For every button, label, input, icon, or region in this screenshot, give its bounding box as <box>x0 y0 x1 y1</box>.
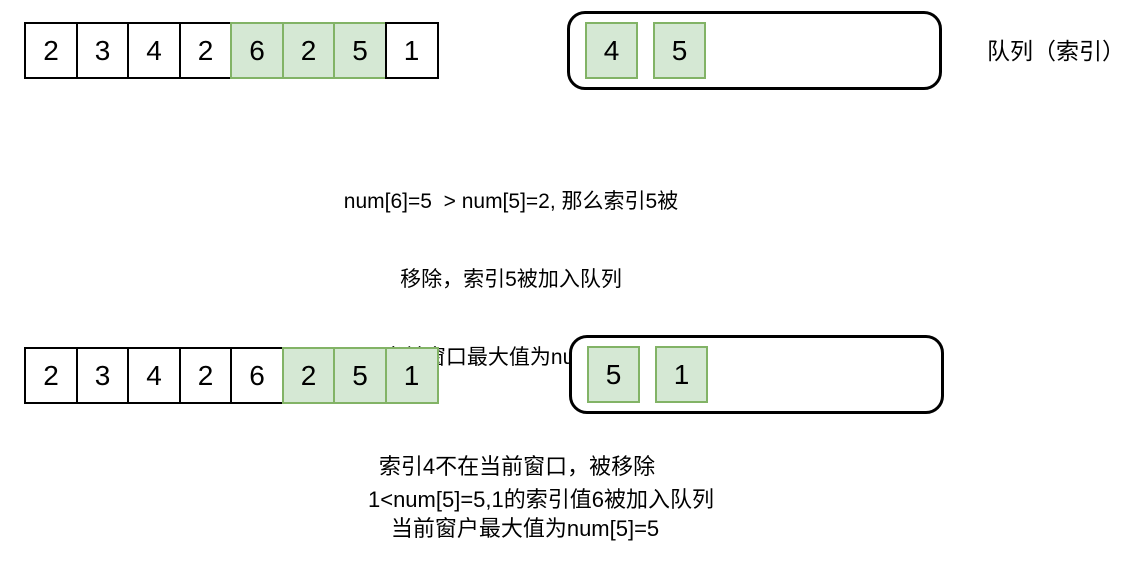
array-cell: 3 <box>75 347 130 404</box>
array-cell-window: 5 <box>333 22 387 79</box>
array-cell: 4 <box>127 22 181 79</box>
array-cell: 2 <box>24 347 78 404</box>
array-row-step2: 2 3 4 2 6 2 5 1 <box>24 347 439 404</box>
caption-line: 移除，索引5被加入队列 <box>400 268 622 291</box>
caption-line: 当前窗户最大值为num[5]=5 <box>390 516 660 541</box>
array-cell: 4 <box>127 347 181 404</box>
array-cell: 2 <box>24 22 78 79</box>
array-cell: 3 <box>75 22 130 79</box>
deque-item: 5 <box>653 22 706 79</box>
caption-line: num[6]=5 > num[5]=2, 那么索引5被 <box>343 190 679 213</box>
deque-item: 4 <box>585 22 638 79</box>
array-cell-window: 2 <box>281 347 336 404</box>
deque-item: 5 <box>587 346 640 403</box>
deque-item: 1 <box>655 346 708 403</box>
array-cell-window: 2 <box>281 22 336 79</box>
array-cell-window: 5 <box>333 347 387 404</box>
caption-line: 1<num[5]=5,1的索引值6被加入队列 <box>367 487 715 512</box>
queue-label: 队列（索引） <box>987 38 1125 64</box>
array-row-step1: 2 3 4 2 6 2 5 1 <box>24 22 439 79</box>
array-cell-window: 1 <box>384 347 439 404</box>
array-cell-window: 6 <box>230 22 284 79</box>
array-cell: 6 <box>230 347 284 404</box>
array-cell: 2 <box>178 347 233 404</box>
caption-line: 索引4不在当前窗口，被移除 <box>378 454 656 479</box>
array-cell: 1 <box>384 22 439 79</box>
deque-box-step1: 4 5 <box>567 11 942 90</box>
array-cell: 2 <box>178 22 233 79</box>
deque-box-step2: 5 1 <box>569 335 944 414</box>
